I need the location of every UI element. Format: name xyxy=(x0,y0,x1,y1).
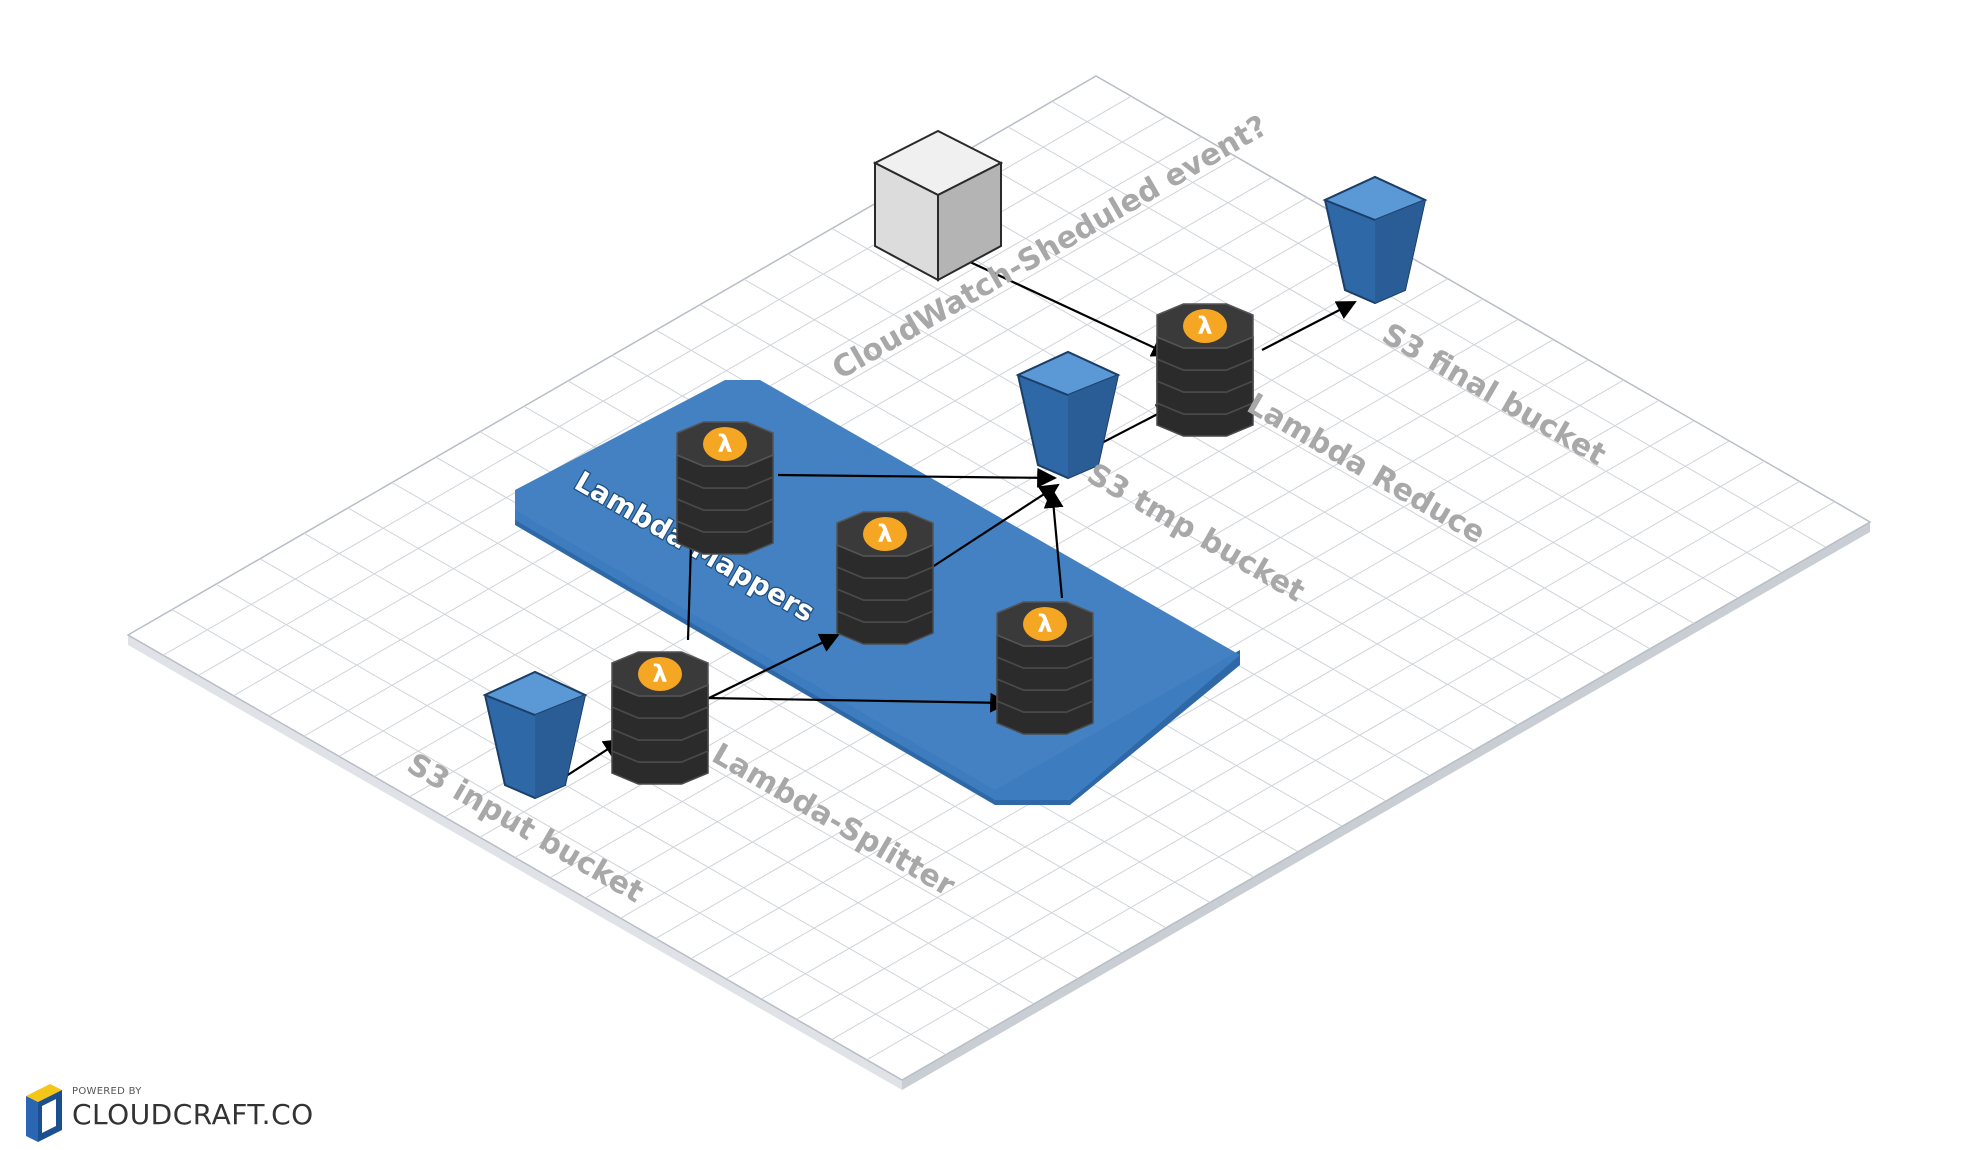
grid-line xyxy=(743,278,1519,726)
grid-line xyxy=(1051,100,1827,548)
grid-line xyxy=(866,501,1836,1061)
board-thickness-left xyxy=(128,635,902,1090)
edge-mapper-3-to-tmp xyxy=(1043,488,1064,599)
lambda-icon-badge xyxy=(1023,607,1067,641)
edge-splitter-to-mapper-3 xyxy=(704,692,1010,713)
grid-line xyxy=(761,440,1730,1000)
grid-line xyxy=(963,151,1739,599)
s3-bucket-final[interactable] xyxy=(1322,175,1428,305)
lambda-icon: λ xyxy=(1197,312,1212,340)
grid-line xyxy=(919,177,1695,624)
grid-line xyxy=(699,304,1475,751)
lambda-icon-badge xyxy=(863,517,907,551)
grid-line xyxy=(787,253,1563,700)
lambda-reduce[interactable]: λ xyxy=(1156,303,1254,437)
badge-powered-by: POWERED BY xyxy=(72,1086,142,1097)
lambda-icon: λ xyxy=(652,660,667,688)
grid-line xyxy=(725,420,1695,980)
lambda-stacks: λ λ λ λ λ xyxy=(611,303,1254,785)
grid-line xyxy=(831,228,1607,675)
lambda-icon: λ xyxy=(717,430,732,458)
s3-bucket-tmp[interactable] xyxy=(1015,350,1121,480)
lambda-icon: λ xyxy=(1037,610,1052,638)
lambda-mapper-2[interactable]: λ xyxy=(836,511,934,645)
lambda-icon-badge xyxy=(703,427,747,461)
edge-reduce-to-final xyxy=(1261,301,1357,351)
cube-right xyxy=(937,161,1002,282)
edge-splitter-to-mapper-2 xyxy=(704,633,840,701)
lambda-mapper-1[interactable]: λ xyxy=(676,421,774,555)
badge-brand: CLOUDCRAFT.CO xyxy=(72,1098,314,1131)
grid-line xyxy=(1007,126,1783,574)
cloudwatch-block[interactable] xyxy=(872,129,1004,282)
grid-line xyxy=(796,460,1765,1020)
edge-cloudwatch-to-reduce xyxy=(969,261,1172,357)
grid-line xyxy=(831,481,1800,1040)
lambda-icon: λ xyxy=(877,520,892,548)
lambda-splitter[interactable]: λ xyxy=(611,651,709,785)
cloudcraft-logo-icon xyxy=(26,1084,62,1142)
lambda-icon-badge xyxy=(638,657,682,691)
edges xyxy=(559,261,1357,781)
lambda-icon-badge xyxy=(1183,309,1227,343)
lambda-mapper-3[interactable]: λ xyxy=(996,601,1094,735)
edge-mapper-1-to-tmp xyxy=(777,467,1057,488)
board-thickness-right xyxy=(902,522,1870,1090)
powered-by-badge[interactable]: POWERED BY CLOUDCRAFT.CO xyxy=(22,1082,342,1146)
edge-mapper-2-to-tmp xyxy=(919,483,1060,576)
s3-bucket-input[interactable] xyxy=(482,670,588,800)
